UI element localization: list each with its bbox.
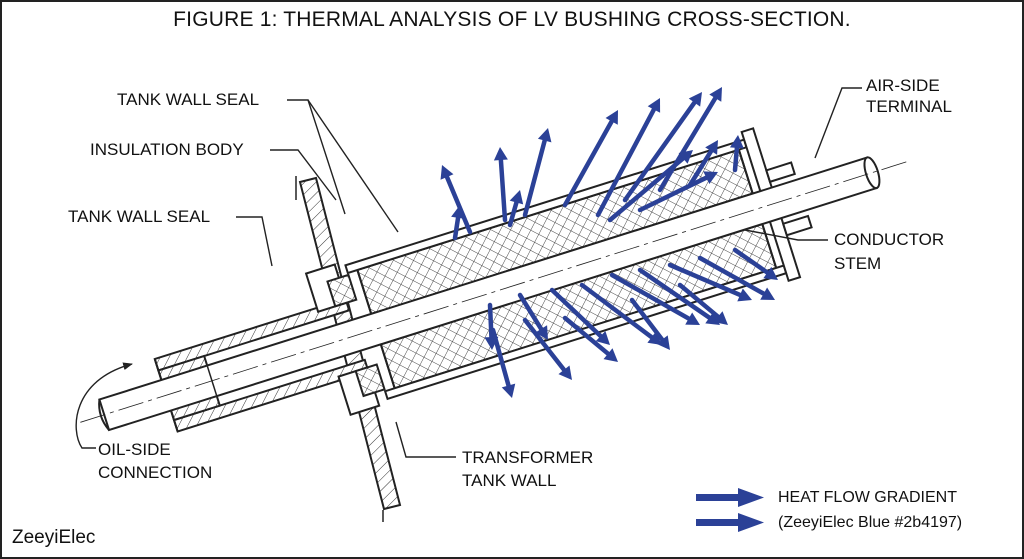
- legend-arrow-2: [696, 513, 764, 532]
- heat-flow-arrow: [522, 317, 572, 380]
- heat-flow-arrow: [629, 297, 670, 350]
- heat-flow-arrow: [493, 147, 508, 223]
- heat-flow-arrow: [607, 150, 693, 223]
- heat-flow-arrow: [729, 135, 744, 173]
- heat-flow-arrow: [440, 165, 473, 235]
- label-oil-side-connection-line2: CONNECTION: [98, 463, 213, 482]
- label-tank-wall-seal-top: TANK WALL SEAL: [117, 90, 260, 109]
- label-oil-side-connection-line1: OIL-SIDE: [98, 440, 171, 459]
- label-transformer-tank-wall-line1: TRANSFORMER: [462, 448, 594, 467]
- heat-flow-arrow: [622, 92, 702, 203]
- heat-flow-arrow: [522, 128, 552, 218]
- heat-flow-arrow: [732, 247, 778, 280]
- heat-flow-arrow: [490, 327, 516, 398]
- legend-arrow-1: [696, 488, 764, 507]
- heat-flow-arrow: [687, 140, 718, 188]
- heat-flow-arrow: [677, 282, 728, 325]
- label-leaders: [75, 87, 862, 458]
- label-air-side-terminal-line2: TERMINAL: [866, 97, 952, 116]
- heat-flow-arrow: [562, 110, 618, 208]
- legend-color-note: (ZeeyiElec Blue #2b4197): [778, 514, 963, 531]
- label-insulation-body: INSULATION BODY: [90, 140, 244, 159]
- brand-name: ZeeyiElec: [12, 527, 96, 548]
- legend-arrows: [696, 488, 764, 532]
- tank-wall-flange: [304, 263, 386, 416]
- heat-flow-arrow: [562, 315, 618, 362]
- heat-flow-arrow: [637, 171, 718, 213]
- label-air-side-terminal-line1: AIR-SIDE: [866, 76, 940, 95]
- heat-flow-arrow: [451, 205, 465, 241]
- legend-heat-flow-gradient: HEAT FLOW GRADIENT: [778, 489, 957, 506]
- heat-flow-arrow: [517, 292, 548, 340]
- heat-flow-arrow: [507, 190, 524, 228]
- heat-flow-arrow: [595, 98, 661, 218]
- heat-flow-arrow: [657, 87, 722, 193]
- heat-flow-arrows: [440, 87, 778, 398]
- label-conductor-stem-line1: CONDUCTOR: [834, 230, 945, 249]
- heat-flow-arrow: [697, 255, 775, 300]
- figure-title: FIGURE 1: THERMAL ANALYSIS OF LV BUSHING…: [173, 8, 851, 31]
- heat-flow-arrow: [667, 262, 752, 302]
- conductor-stem: [80, 156, 911, 432]
- label-tank-wall-seal-left: TANK WALL SEAL: [68, 207, 211, 226]
- heat-flow-arrow: [609, 272, 700, 325]
- label-conductor-stem-line2: STEM: [834, 254, 882, 273]
- heat-flow-arrow: [579, 282, 662, 345]
- label-transformer-tank-wall-line2: TANK WALL: [462, 471, 557, 490]
- heat-flow-arrow: [549, 287, 610, 345]
